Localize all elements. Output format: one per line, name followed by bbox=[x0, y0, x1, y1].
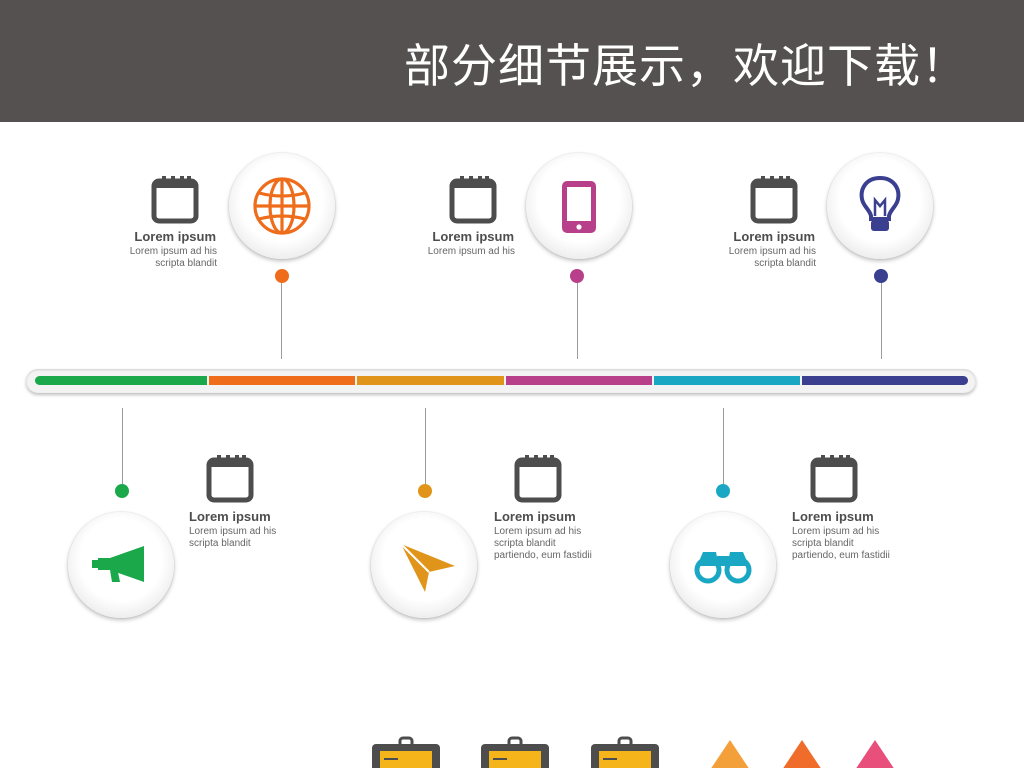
calendar-icon bbox=[750, 176, 798, 224]
icon-circle bbox=[371, 512, 477, 618]
item-line-1: Lorem ipsum ad his bbox=[427, 246, 515, 257]
calendar-icon bbox=[810, 455, 858, 503]
item-line-2: scripta blandit bbox=[189, 538, 251, 549]
megaphone-icon bbox=[92, 546, 144, 582]
icon-circle bbox=[827, 153, 933, 259]
header-bar: 部分细节展示，欢迎下载！ bbox=[0, 0, 1024, 122]
item-title: Lorem ipsum bbox=[494, 509, 576, 524]
calendar-icon bbox=[206, 455, 254, 503]
timeline-stem bbox=[577, 283, 578, 359]
timeline-stem bbox=[281, 283, 282, 359]
timeline-dot bbox=[115, 484, 129, 498]
item-line-1: Lorem ipsum ad his bbox=[728, 246, 816, 257]
binoculars-icon bbox=[694, 552, 752, 584]
icon-circle bbox=[68, 512, 174, 618]
calendar-icon bbox=[151, 176, 199, 224]
timeline-stem bbox=[723, 408, 724, 484]
item-title: Lorem ipsum bbox=[432, 229, 514, 244]
timeline-dot bbox=[874, 269, 888, 283]
timeline-dot bbox=[275, 269, 289, 283]
clipboard-icon bbox=[591, 736, 659, 768]
item-description: Lorem ipsum ad his bbox=[394, 246, 515, 258]
paper-plane-icon bbox=[400, 543, 455, 592]
item-line-3: partiendo, eum fastidii bbox=[792, 550, 890, 561]
item-line-3: partiendo, eum fastidii bbox=[494, 550, 592, 561]
lightbulb-icon bbox=[859, 175, 901, 231]
timeline-segment-6 bbox=[802, 376, 968, 385]
timeline-stem bbox=[881, 283, 882, 359]
item-line-1: Lorem ipsum ad his bbox=[189, 526, 277, 537]
smartphone-icon bbox=[562, 181, 596, 233]
item-line-2: scripta blandit bbox=[494, 538, 556, 549]
globe-icon bbox=[253, 177, 311, 235]
item-title: Lorem ipsum bbox=[733, 229, 815, 244]
icon-circle bbox=[670, 512, 776, 618]
item-description: Lorem ipsum ad his scripta blandit parti… bbox=[792, 526, 890, 562]
icon-circle bbox=[229, 153, 335, 259]
timeline-stem bbox=[122, 408, 123, 484]
item-description: Lorem ipsum ad his scripta blandit bbox=[96, 246, 217, 270]
timeline-segment-1 bbox=[35, 376, 207, 385]
item-line-1: Lorem ipsum ad his bbox=[129, 246, 217, 257]
calendar-icon bbox=[449, 176, 497, 224]
item-line-1: Lorem ipsum ad his bbox=[792, 526, 880, 537]
page-title: 部分细节展示，欢迎下载！ bbox=[404, 39, 968, 93]
icon-circle bbox=[526, 153, 632, 259]
item-title: Lorem ipsum bbox=[189, 509, 271, 524]
item-line-2: scripta blandit bbox=[792, 538, 854, 549]
clipboard-icon bbox=[372, 736, 440, 768]
timeline-segment-5 bbox=[654, 376, 800, 385]
item-line-1: Lorem ipsum ad his bbox=[494, 526, 582, 537]
item-line-2: scripta blandit bbox=[754, 258, 816, 269]
triangle-icon bbox=[711, 740, 749, 768]
item-title: Lorem ipsum bbox=[792, 509, 874, 524]
item-line-2: scripta blandit bbox=[155, 258, 217, 269]
triangle-icon bbox=[783, 740, 821, 768]
timeline-stem bbox=[425, 408, 426, 484]
timeline-dot bbox=[418, 484, 432, 498]
timeline-dot bbox=[716, 484, 730, 498]
calendar-icon bbox=[514, 455, 562, 503]
item-title: Lorem ipsum bbox=[134, 229, 216, 244]
item-description: Lorem ipsum ad his scripta blandit bbox=[695, 246, 816, 270]
timeline-segment-4 bbox=[506, 376, 652, 385]
timeline-segment-3 bbox=[357, 376, 504, 385]
timeline-segment-2 bbox=[209, 376, 355, 385]
timeline-dot bbox=[570, 269, 584, 283]
item-description: Lorem ipsum ad his scripta blandit bbox=[189, 526, 276, 550]
triangle-icon bbox=[856, 740, 894, 768]
clipboard-icon bbox=[481, 736, 549, 768]
item-description: Lorem ipsum ad his scripta blandit parti… bbox=[494, 526, 592, 562]
